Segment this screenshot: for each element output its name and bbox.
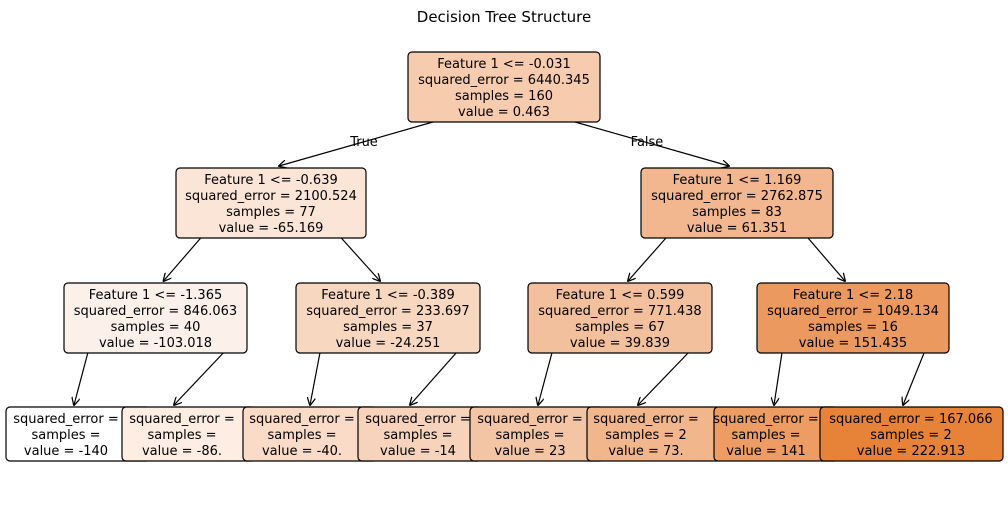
node-line: samples = 77 [226, 205, 316, 220]
node-line: value = -40. [262, 444, 342, 459]
node-line: squared_error = 771.438 [538, 304, 701, 319]
node-box [63, 282, 248, 354]
edge-n0-n1 [279, 121, 434, 166]
node-line: Feature 1 <= 2.18 [793, 288, 914, 303]
node-line: Feature 1 <= 1.169 [673, 173, 802, 188]
tree-node-n13: squared_error = samples = value = 141 [713, 406, 839, 462]
node-line: samples = [267, 428, 336, 443]
node-line: squared_error = 2762.875 [651, 189, 823, 204]
edge-label-true: True [349, 135, 378, 150]
edge-n6-n13 [774, 352, 783, 405]
node-line: samples = 40 [111, 320, 201, 335]
node-line: samples = 16 [808, 320, 898, 335]
edge-n6-n14 [903, 352, 925, 405]
edge-n1-n3 [164, 237, 202, 281]
chart-title: Decision Tree Structure [417, 8, 591, 26]
node-line: value = 39.839 [570, 336, 670, 351]
node-box [640, 167, 834, 239]
edge-n1-n4 [340, 237, 380, 281]
node-line: squared_error = 167.066 [829, 412, 992, 427]
node-line: value = -65.169 [219, 221, 324, 236]
node-box [295, 282, 481, 354]
edge-n5-n12 [638, 352, 689, 405]
node-line: samples = [383, 428, 452, 443]
node-line: samples = [31, 428, 100, 443]
node-line: Feature 1 <= 0.599 [556, 288, 685, 303]
node-line: samples = [731, 428, 800, 443]
node-line: samples = 160 [455, 89, 553, 104]
node-line: samples = 83 [692, 205, 782, 220]
node-line: value = 73. [608, 444, 683, 459]
node-line: squared_error = [13, 412, 119, 427]
edge-n3-n8 [174, 352, 224, 405]
edge-n2-n5 [628, 237, 667, 281]
node-line: samples = 2 [605, 428, 686, 443]
edge-n4-n10 [410, 352, 457, 405]
tree-node-n8: squared_error = samples = value = -86. [121, 406, 257, 462]
node-line: samples = 37 [343, 320, 433, 335]
node-box [175, 167, 367, 239]
edge-n4-n9 [310, 352, 321, 405]
edges-layer [74, 121, 925, 405]
node-line: Feature 1 <= -0.639 [204, 173, 338, 188]
node-line: squared_error = 233.697 [306, 304, 469, 319]
tree-node-n7: squared_error = samples = value = -140 [5, 406, 151, 462]
node-line: squared_error = 2100.524 [185, 189, 357, 204]
node-line: squared_error = [365, 412, 471, 427]
edge-n5-n11 [538, 352, 553, 405]
node-line: squared_error = [477, 412, 583, 427]
node-line: samples = 67 [575, 320, 665, 335]
node-box [756, 282, 950, 354]
node-line: samples = 2 [870, 428, 951, 443]
node-line: value = 151.435 [799, 336, 907, 351]
node-line: value = 23 [494, 444, 565, 459]
node-line: value = -140 [24, 444, 108, 459]
node-line: value = -86. [142, 444, 222, 459]
edge-n3-n7 [74, 352, 89, 405]
node-line: value = -103.018 [99, 336, 212, 351]
node-line: Feature 1 <= -0.031 [437, 57, 571, 72]
node-line: value = 61.351 [687, 221, 787, 236]
node-line: squared_error = [713, 412, 819, 427]
node-box [527, 282, 713, 354]
node-line: value = 222.913 [857, 444, 965, 459]
node-line: Feature 1 <= -0.389 [321, 288, 455, 303]
node-line: value = -14 [380, 444, 456, 459]
tree-node-n11: squared_error = samples = value = 23 [469, 406, 605, 462]
node-line: value = -24.251 [336, 336, 441, 351]
node-box [819, 406, 1004, 462]
node-line: squared_error = 1049.134 [767, 304, 939, 319]
node-box [407, 51, 601, 123]
node-line: squared_error = 846.063 [74, 304, 237, 319]
edge-n2-n6 [807, 237, 845, 281]
tree-node-n10: squared_error = samples = value = -14 [357, 406, 483, 462]
node-line: squared_error = [129, 412, 235, 427]
edge-n0-n2 [574, 121, 729, 166]
node-line: Feature 1 <= -1.365 [89, 288, 223, 303]
node-line: squared_error = [593, 412, 699, 427]
node-line: value = 0.463 [458, 105, 550, 120]
edge-label-false: False [631, 135, 664, 150]
node-line: value = 141 [726, 444, 805, 459]
node-line: squared_error = [249, 412, 355, 427]
node-line: samples = [147, 428, 216, 443]
node-line: squared_error = 6440.345 [418, 73, 590, 88]
node-line: samples = [495, 428, 564, 443]
tree-node-n9: squared_error = samples = value = -40. [242, 406, 378, 462]
